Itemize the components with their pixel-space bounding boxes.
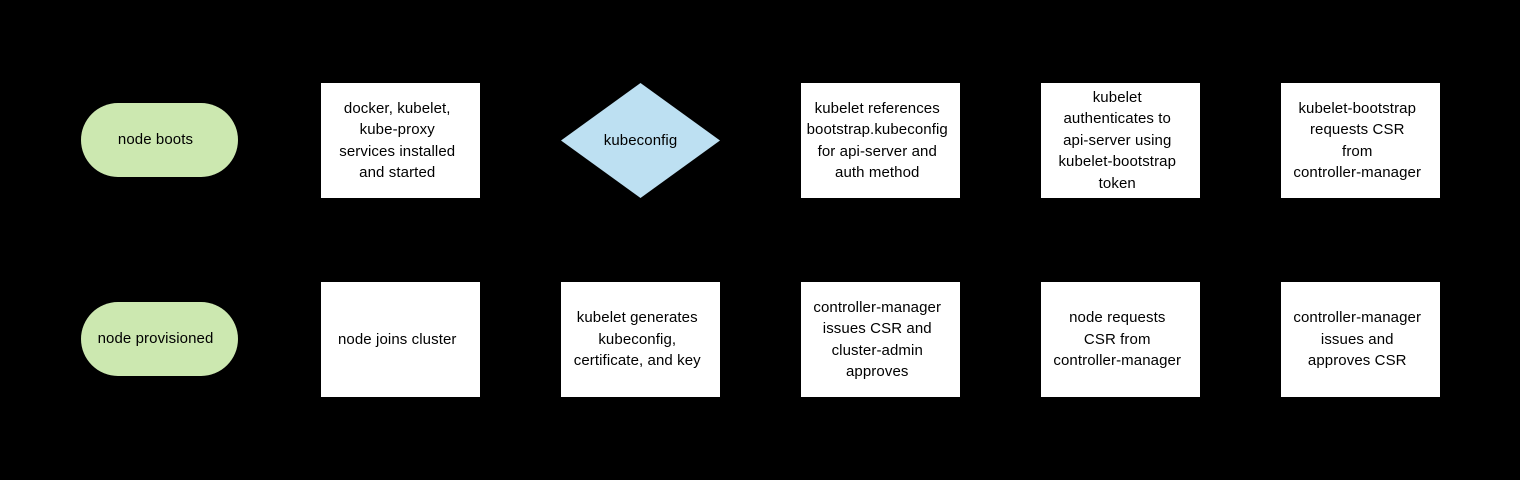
flow-node-label: kubelet references bootstrap.kubeconfig … [806, 99, 948, 182]
flow-node-label: node provisioned [97, 330, 214, 348]
flow-node-label: controller-manager issues and approves C… [1293, 309, 1422, 370]
flow-node-label: node boots [117, 131, 194, 149]
flow-node-label: kubelet-bootstrap requests CSR from cont… [1293, 99, 1422, 182]
flow-node-kubelet-references-bootstrap[interactable]: kubelet references bootstrap.kubeconfig … [801, 83, 960, 198]
flow-node-cm-issues-approves-csr[interactable]: controller-manager issues and approves C… [1281, 282, 1440, 397]
flow-node-node-joins-cluster[interactable]: node joins cluster [321, 282, 480, 397]
flow-node-label: node requests CSR from controller-manage… [1053, 309, 1182, 370]
flow-node-label: docker, kubelet, kube-proxy services ins… [339, 99, 456, 182]
flow-node-node-provisioned[interactable]: node provisioned [81, 302, 238, 376]
flow-node-cm-issues-csr-admin-approves[interactable]: controller-manager issues CSR and cluste… [801, 282, 960, 397]
flow-node-node-requests-csr[interactable]: node requests CSR from controller-manage… [1041, 282, 1200, 397]
flow-node-bootstrap-requests-csr[interactable]: kubelet-bootstrap requests CSR from cont… [1281, 83, 1440, 198]
flow-node-label: controller-manager issues CSR and cluste… [813, 298, 942, 381]
flow-node-kubelet-generates[interactable]: kubelet generates kubeconfig, certificat… [561, 282, 720, 397]
flow-node-label: kubelet generates kubeconfig, certificat… [573, 309, 701, 370]
flow-node-label: node joins cluster [337, 330, 457, 348]
flow-node-kubelet-authenticates[interactable]: kubelet authenticates to api-server usin… [1041, 83, 1200, 198]
flow-node-label: kubelet authenticates to api-server usin… [1058, 88, 1177, 192]
flow-node-label: kubeconfig [603, 131, 678, 149]
flow-node-kubeconfig-decision[interactable]: kubeconfig [561, 83, 720, 198]
flow-node-node-boots[interactable]: node boots [81, 103, 238, 177]
flow-node-services-installed[interactable]: docker, kubelet, kube-proxy services ins… [321, 83, 480, 198]
